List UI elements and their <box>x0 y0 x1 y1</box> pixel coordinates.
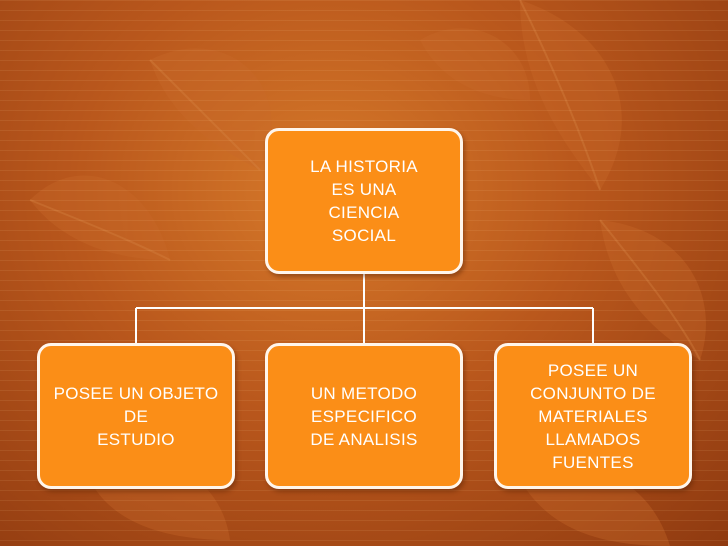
child-node-object-of-study-text: POSEE UN OBJETO DE ESTUDIO <box>53 383 219 449</box>
child-node-sources-text: POSEE UN CONJUNTO DE MATERIALES LLAMADOS… <box>530 360 656 472</box>
child-node-object-of-study: POSEE UN OBJETO DE ESTUDIO <box>37 343 235 489</box>
child-node-method-text: UN METODO ESPECIFICO DE ANALISIS <box>310 383 418 449</box>
root-node: LA HISTORIA ES UNA CIENCIA SOCIAL <box>265 128 463 274</box>
child-node-method: UN METODO ESPECIFICO DE ANALISIS <box>265 343 463 489</box>
root-node-text: LA HISTORIA ES UNA CIENCIA SOCIAL <box>310 157 418 245</box>
child-node-sources: POSEE UN CONJUNTO DE MATERIALES LLAMADOS… <box>494 343 692 489</box>
